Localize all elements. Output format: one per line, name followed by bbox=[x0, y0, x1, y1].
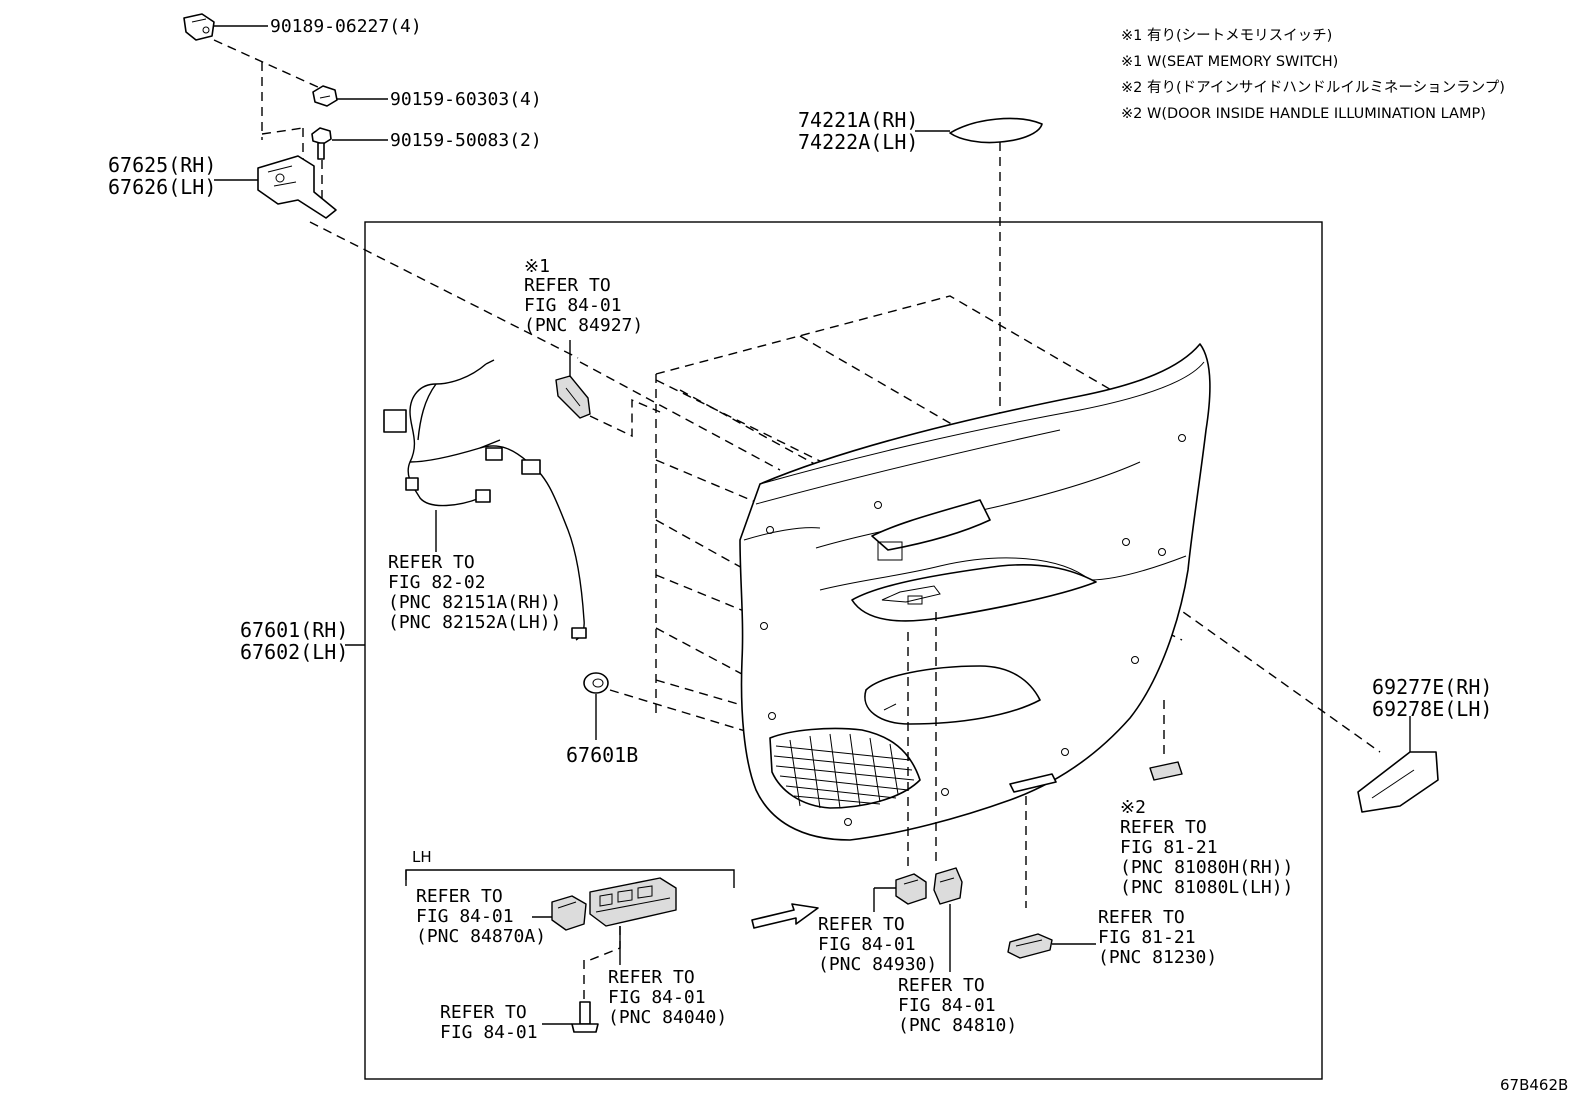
bracket-icon bbox=[257, 155, 337, 219]
courtesy-lamp-icon bbox=[1007, 933, 1053, 959]
bracket-rh: 67625(RH) bbox=[108, 153, 216, 177]
ornament-lh: 74222A(LH) bbox=[798, 130, 918, 154]
lamp-ref-2: FIG 81-21 bbox=[1120, 837, 1218, 858]
panel-assembly-frame bbox=[364, 221, 1323, 1080]
master-switch-ref-2: FIG 84-01 bbox=[608, 987, 706, 1008]
armrest-rh: 69277E(RH) bbox=[1372, 675, 1492, 699]
switch-84870a-ref-3: (PNC 84870A) bbox=[416, 926, 546, 947]
lamp-mark: ※2 bbox=[1120, 797, 1146, 818]
seat-switch-ref-2: FIG 84-01 bbox=[524, 295, 622, 316]
notes-block: ※1 有り(シートメモリスイッチ) ※1 W(SEAT MEMORY SWITC… bbox=[1121, 27, 1505, 122]
lamp-ref-1: REFER TO bbox=[1120, 817, 1207, 838]
courtesy-ref-3: (PNC 81230) bbox=[1098, 947, 1217, 968]
switch-84870a-ref-2: FIG 84-01 bbox=[416, 906, 514, 927]
arrow-right-icon bbox=[751, 903, 819, 929]
panel-lh: 67602(LH) bbox=[240, 640, 348, 664]
diagram-code: 67B462B bbox=[1500, 1076, 1568, 1094]
lh-group-tag: LH bbox=[412, 848, 432, 866]
screw-3-ref-2: FIG 84-01 bbox=[440, 1022, 538, 1043]
seat-switch-icon bbox=[555, 375, 591, 419]
switch-84810-ref-3: (PNC 84810) bbox=[898, 1015, 1017, 1036]
ornament-icon bbox=[949, 117, 1043, 144]
door-trim-panel-icon bbox=[739, 343, 1211, 841]
cap-part-number: 67601B bbox=[566, 743, 638, 767]
switch-84930-ref-3: (PNC 84930) bbox=[818, 954, 937, 975]
screw-3-icon bbox=[571, 1001, 599, 1033]
wire-ref-1: REFER TO bbox=[388, 552, 475, 573]
note-2-en: ※2 W(DOOR INSIDE HANDLE ILLUMINATION LAM… bbox=[1121, 106, 1486, 122]
switch-84870a-ref-1: REFER TO bbox=[416, 886, 503, 907]
armrest-lh: 69278E(LH) bbox=[1372, 697, 1492, 721]
seat-switch-mark: ※1 bbox=[524, 256, 550, 277]
switch-84810-ref-2: FIG 84-01 bbox=[898, 995, 996, 1016]
screw-3-ref-1: REFER TO bbox=[440, 1002, 527, 1023]
switch-84930-ref-2: FIG 84-01 bbox=[818, 934, 916, 955]
switch-84810-icon bbox=[933, 867, 963, 905]
wire-harness-icon bbox=[383, 359, 587, 641]
note-2-jp: ※2 有り(ドアインサイドハンドルイルミネーションランプ) bbox=[1121, 79, 1505, 96]
ornament-rh: 74221A(RH) bbox=[798, 108, 918, 132]
clip-icon bbox=[183, 13, 215, 41]
switch-84810-ref-1: REFER TO bbox=[898, 975, 985, 996]
screw-2-part-number: 90159-50083(2) bbox=[390, 130, 542, 151]
wire-ref-3: (PNC 82151A(RH)) bbox=[388, 592, 561, 613]
note-1-jp: ※1 有り(シートメモリスイッチ) bbox=[1121, 27, 1332, 44]
panel-rh: 67601(RH) bbox=[240, 618, 348, 642]
screw-icon bbox=[312, 85, 338, 107]
master-switch-ref-1: REFER TO bbox=[608, 967, 695, 988]
speaker-grille-lines bbox=[773, 733, 915, 809]
bracket-lh: 67626(LH) bbox=[108, 175, 216, 199]
switch-84930-ref-1: REFER TO bbox=[818, 914, 905, 935]
switch-84930-icon bbox=[895, 873, 927, 905]
wire-ref-4: (PNC 82152A(LH)) bbox=[388, 612, 561, 633]
wire-ref-2: FIG 82-02 bbox=[388, 572, 486, 593]
lamp-ref-4: (PNC 81080L(LH)) bbox=[1120, 877, 1293, 898]
clip-part-number: 90189-06227(4) bbox=[270, 16, 422, 37]
handle-lamp-icon bbox=[1149, 761, 1183, 781]
courtesy-ref-1: REFER TO bbox=[1098, 907, 1185, 928]
note-1-en: ※1 W(SEAT MEMORY SWITCH) bbox=[1121, 54, 1338, 70]
seat-switch-ref-3: (PNC 84927) bbox=[524, 315, 643, 336]
seat-switch-ref-1: REFER TO bbox=[524, 275, 611, 296]
master-switch-icon bbox=[589, 877, 677, 927]
bolt-icon bbox=[311, 127, 332, 160]
courtesy-ref-2: FIG 81-21 bbox=[1098, 927, 1196, 948]
cap-icon bbox=[583, 672, 609, 694]
lamp-ref-3: (PNC 81080H(RH)) bbox=[1120, 857, 1293, 878]
screw-1-part-number: 90159-60303(4) bbox=[390, 89, 542, 110]
master-switch-ref-3: (PNC 84040) bbox=[608, 1007, 727, 1028]
armrest-icon bbox=[1357, 751, 1439, 813]
switch-84870a-icon bbox=[551, 895, 587, 931]
